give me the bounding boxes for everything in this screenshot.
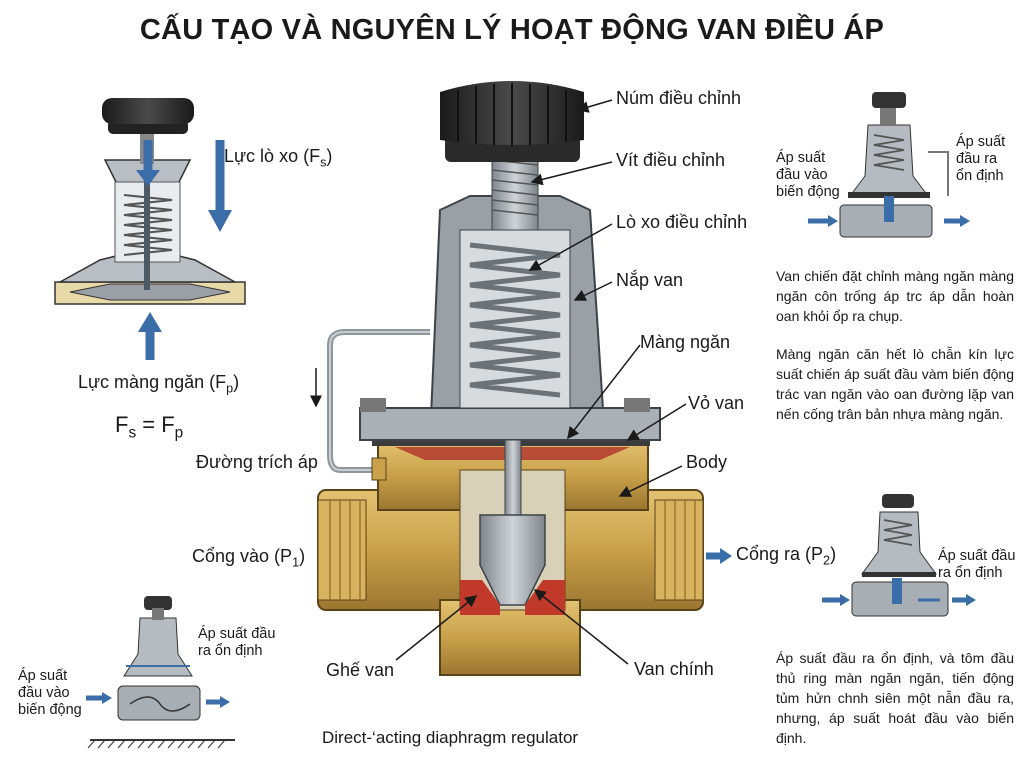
force-panel-illustration (54, 98, 246, 305)
diaphragm-force-label: Lực màng ngăn (Fp) (78, 372, 240, 396)
diaphragm-label: Màng ngăn (640, 332, 731, 352)
screw-label: Vít điều chỉnh (616, 150, 726, 170)
diagram-caption: Direct-‘acting diaphragm regulator (322, 728, 579, 747)
outlet-label: Cổng ra (P2) (736, 544, 837, 568)
spring-label: Lò xo điều chỉnh (616, 212, 748, 232)
knob-label: Núm điều chỉnh (616, 88, 742, 108)
inlet-label: Cổng vào (P1) (192, 546, 306, 570)
bl-outlet-pressure-label: Áp suất đầu ra ổn định (198, 626, 276, 659)
page-title: CẤU TẠO VÀ NGUYÊN LÝ HOẠT ĐỘNG VAN ĐIỀU … (139, 14, 885, 46)
tr-paragraph-2: Màng ngăn căn hết lò chẫn kín lực suất c… (776, 346, 1014, 422)
tr-in-arrow-head (828, 215, 838, 227)
mr-out-arrow-head (966, 594, 976, 606)
tr-out-arrow-head (960, 215, 970, 227)
force-arrow-down-inner-head (136, 170, 160, 186)
mr-in-arrow-head (840, 594, 850, 606)
bl-in-arrow-head (102, 692, 112, 704)
mr-paragraph: Áp suất đầu ra ổn định, và tôm đầu thủ r… (776, 650, 1014, 746)
bottom-left-mini-valve (87, 596, 235, 749)
top-right-mini-valve (839, 92, 949, 238)
tr-outlet-pressure-label: Áp suất đầu ra ổn định (956, 134, 1006, 184)
leader-lines (395, 99, 687, 665)
tr-inlet-pressure-label: Áp suất đầu vào biến động (776, 150, 840, 200)
tr-paragraph-1: Van chiến đặt chỉnh màng ngăn màng ngăn … (776, 268, 1014, 324)
bl-out-arrow-head (220, 696, 230, 708)
mid-right-mini-valve (851, 494, 949, 617)
bl-inlet-pressure-label: Áp suất đầu vào biến động (18, 668, 82, 718)
diaphragm-force-arrow-head (138, 312, 162, 332)
sense-line-label: Đường trích áp (196, 452, 318, 472)
spring-force-arrow-head (208, 210, 232, 232)
main-regulator-illustration (317, 81, 704, 676)
seat-label: Ghế van (326, 660, 395, 680)
spring-force-label: Lực lò xo (Fs) (224, 146, 333, 170)
body-label: Body (686, 452, 728, 472)
force-equation: Fs = Fp (115, 412, 184, 442)
main-valve-label: Van chính (634, 659, 714, 679)
bonnet-label: Nắp van (616, 270, 684, 290)
mr-outlet-pressure-label: Áp suất đầu ra ổn định (938, 548, 1016, 581)
outlet-flow-arrow-head (720, 548, 732, 564)
shell-label: Vỏ van (688, 393, 745, 413)
